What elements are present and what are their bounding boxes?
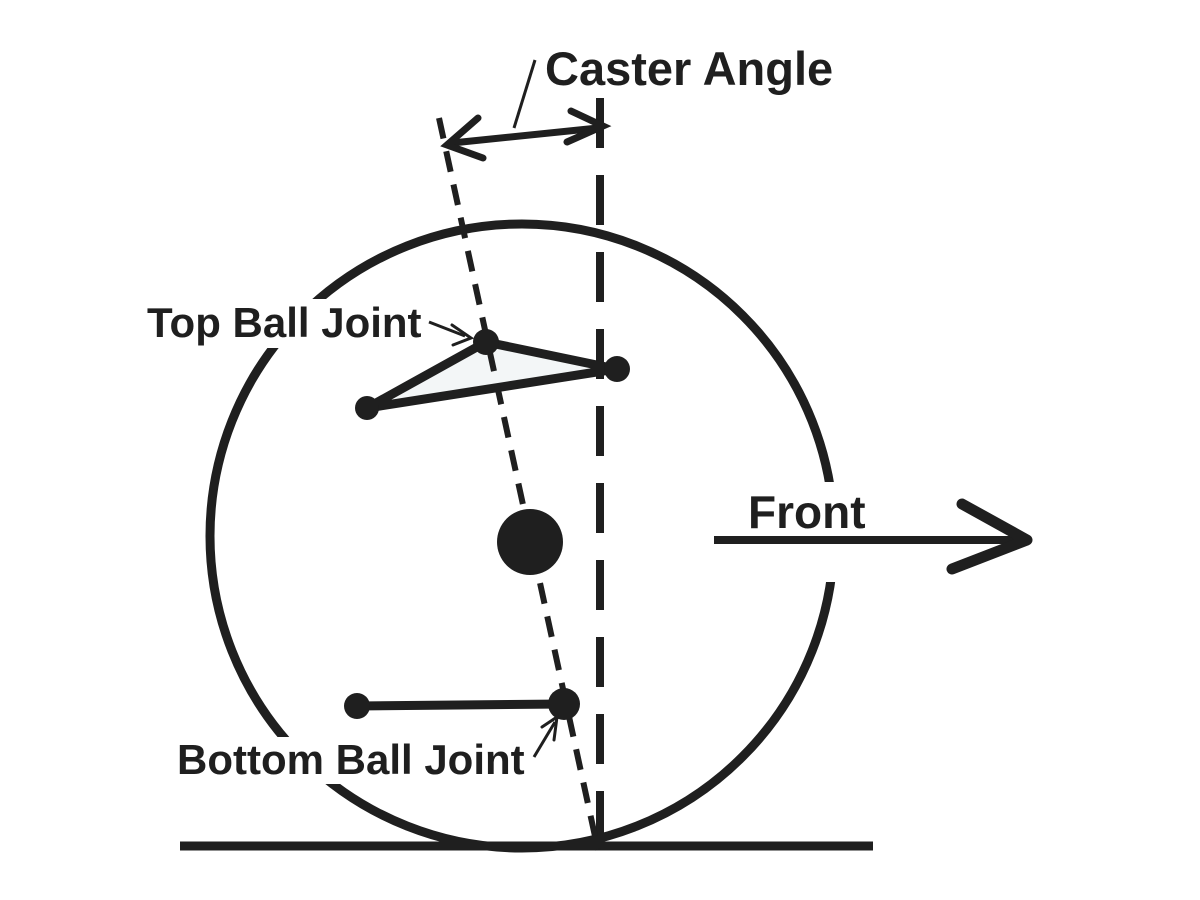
upper-arm-rear-pivot-dot xyxy=(604,356,630,382)
top-leader-line xyxy=(428,320,466,338)
front-label-backdrop xyxy=(736,482,890,582)
lower-arm-pivot-dot xyxy=(344,693,370,719)
bottom-label-backdrop xyxy=(167,737,533,784)
bottom-ball-joint-leader-arrow xyxy=(532,713,559,758)
top-leader-arrowhead-icon xyxy=(450,323,475,347)
bottom-leader-line xyxy=(532,721,557,758)
bottom-leader-arrowhead-icon xyxy=(540,713,559,742)
front-arrowhead-icon xyxy=(946,498,1033,575)
wheel-hub-dot xyxy=(497,509,563,575)
upper-control-arm xyxy=(362,337,621,413)
top-label-backdrop xyxy=(137,299,436,348)
caster-arrow-shaft xyxy=(451,124,599,147)
caster-arrowhead-left-icon xyxy=(440,114,487,162)
top-ball-joint-label: Top Ball Joint xyxy=(147,299,422,346)
bottom-ball-joint-label: Bottom Ball Joint xyxy=(177,736,525,783)
lower-control-arm xyxy=(356,699,565,711)
caster-angle-label: Caster Angle xyxy=(545,42,833,95)
bottom-ball-joint-dot xyxy=(548,688,580,720)
top-ball-joint-dot xyxy=(473,329,499,355)
front-label: Front xyxy=(748,486,866,538)
front-arrow xyxy=(714,498,1033,575)
upper-arm-front-pivot-dot xyxy=(355,396,379,420)
steering-axis-line xyxy=(436,117,601,851)
caster-angle-arrow xyxy=(440,107,612,162)
caster-angle-leader-line xyxy=(512,59,537,129)
top-ball-joint-leader-arrow xyxy=(428,320,475,347)
caster-arrowhead-right-icon xyxy=(563,107,612,146)
